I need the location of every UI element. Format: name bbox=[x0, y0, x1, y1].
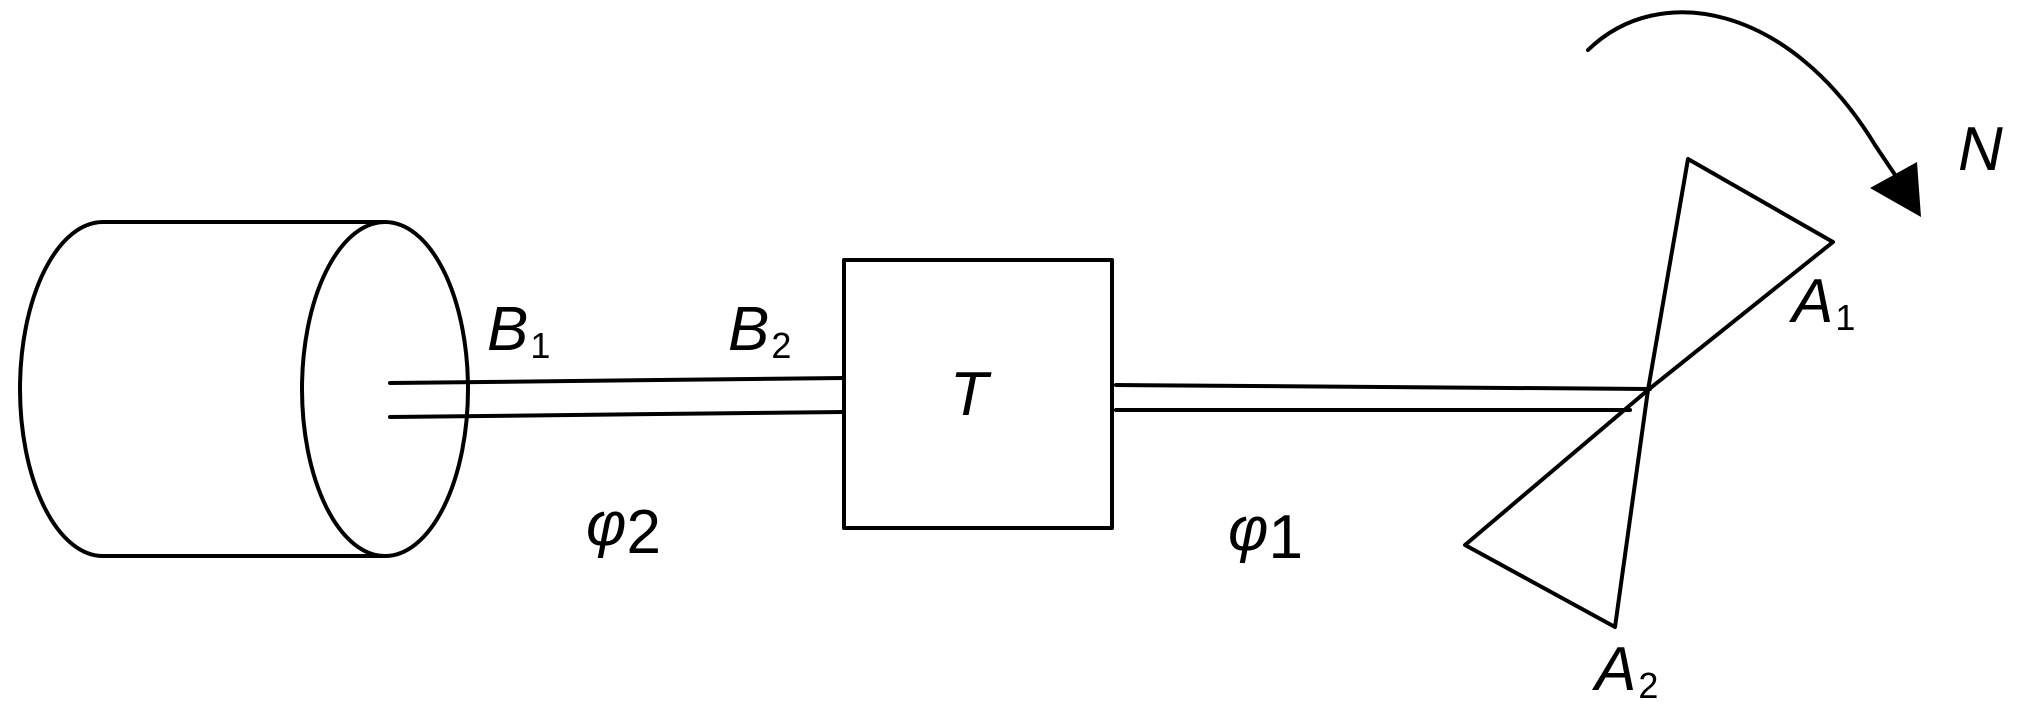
label-b1: B1 bbox=[487, 295, 550, 366]
shaft-b1-b2 bbox=[388, 376, 846, 419]
label-a2: A2 bbox=[1591, 635, 1658, 706]
drum-body-outline bbox=[18, 220, 387, 558]
label-n: N bbox=[1958, 115, 2003, 184]
shaft-t-a bbox=[1114, 383, 1652, 412]
arrowhead-icon bbox=[1870, 162, 1921, 217]
drum-cylinder bbox=[18, 220, 470, 558]
label-a1: A1 bbox=[1788, 267, 1855, 338]
propeller-blades bbox=[1463, 157, 1835, 629]
label-phi1: φ1 bbox=[1228, 495, 1303, 572]
rotation-arrow bbox=[1586, 10, 1921, 217]
drum-front-face bbox=[300, 220, 470, 558]
label-phi2: φ2 bbox=[586, 490, 661, 567]
rotation-arc bbox=[1586, 10, 1902, 184]
blade-a1 bbox=[1646, 157, 1835, 392]
label-b2: B2 bbox=[728, 295, 791, 366]
label-t: T bbox=[950, 360, 992, 429]
transmission-box bbox=[842, 258, 1114, 530]
blade-a2 bbox=[1463, 388, 1650, 629]
